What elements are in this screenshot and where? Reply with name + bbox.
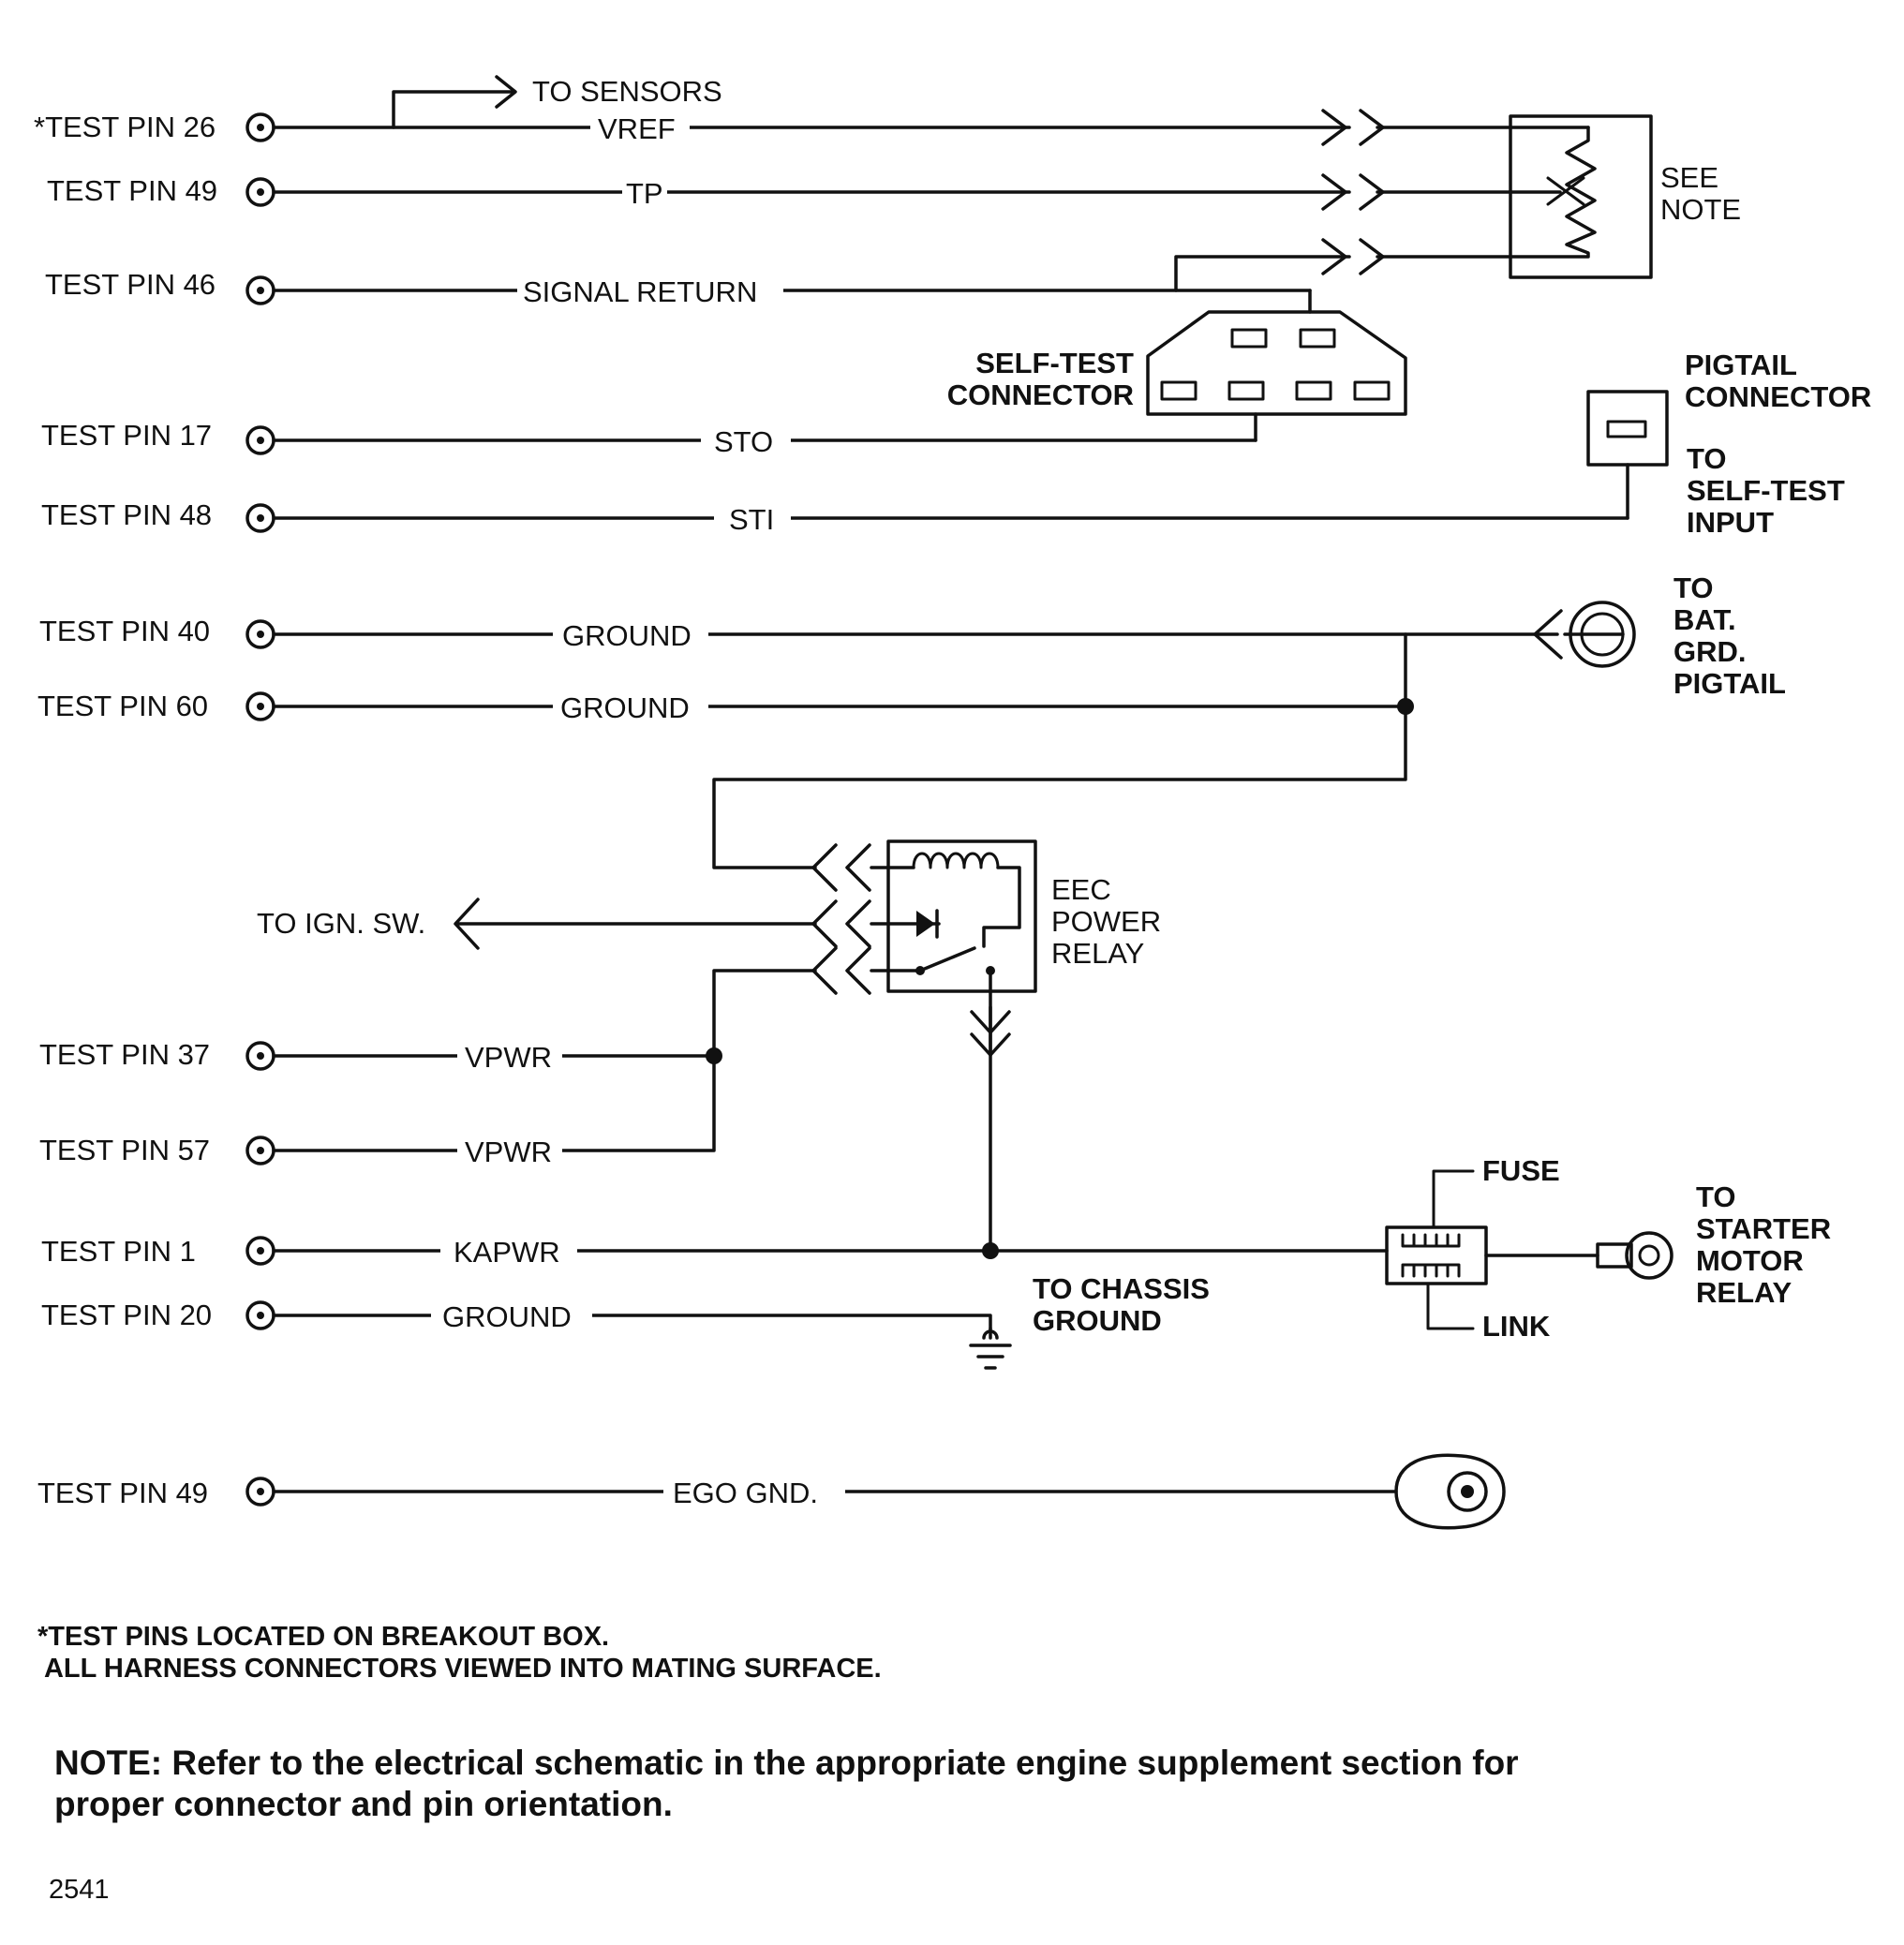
pin-label: TEST PIN 17 <box>41 419 212 452</box>
wire-label: GROUND <box>442 1300 572 1333</box>
to-ign-sw-label: TO IGN. SW. <box>257 907 425 940</box>
pin-label: *TEST PIN 26 <box>34 111 216 143</box>
junction-dot <box>1397 698 1414 715</box>
footnote: *TEST PINS LOCATED ON BREAKOUT BOX. ALL … <box>37 1622 882 1684</box>
link-label: LINK <box>1482 1310 1551 1343</box>
to-starter-motor-relay-label: TO <box>1696 1180 1736 1213</box>
to-starter-motor-relay-label: MOTOR <box>1696 1244 1804 1277</box>
wire-label: EGO GND. <box>673 1477 818 1509</box>
pin-label: TEST PIN 46 <box>45 268 216 301</box>
pin-jack <box>245 177 275 207</box>
see-note-label: NOTE <box>1660 193 1741 226</box>
pin-jack <box>245 275 275 305</box>
eec-power-relay-label: POWER <box>1051 905 1161 938</box>
pin-jack <box>245 1300 275 1330</box>
pin-label: TEST PIN 57 <box>39 1134 210 1166</box>
to-chassis-ground-label: GROUND <box>1033 1304 1162 1337</box>
wire-label: VPWR <box>465 1136 552 1168</box>
to-bat-grd-pigtail-label: GRD. <box>1673 635 1747 668</box>
fuse-label: FUSE <box>1482 1154 1560 1187</box>
component-labels: TO SENSORS SEE NOTE SELF-TEST CONNECTOR … <box>257 75 1871 1343</box>
see-note-label: SEE <box>1660 161 1718 194</box>
pin-label: TEST PIN 60 <box>37 690 208 722</box>
pigtail-connector-label: PIGTAIL <box>1685 349 1797 381</box>
to-chassis-ground-label: TO CHASSIS <box>1033 1272 1210 1305</box>
to-bat-grd-pigtail-label: TO <box>1673 572 1714 604</box>
to-self-test-input-label: SELF-TEST <box>1687 474 1845 507</box>
chassis-ground <box>969 1327 1012 1370</box>
pin-labels: *TEST PIN 26 TEST PIN 49 TEST PIN 46 TES… <box>34 111 217 1509</box>
wire-label: SIGNAL RETURN <box>523 275 757 308</box>
to-starter-motor-relay-label: STARTER <box>1696 1212 1831 1245</box>
pin-jack <box>245 1136 275 1166</box>
test-pin-jacks <box>245 112 275 1507</box>
to-bat-grd-pigtail-label: BAT. <box>1673 603 1736 636</box>
to-bat-grd-pigtail-label: PIGTAIL <box>1673 667 1786 700</box>
battery-ground-pigtail <box>1533 601 1636 668</box>
wire-label: STO <box>714 425 773 458</box>
note: NOTE: Refer to the electrical schematic … <box>54 1744 1519 1823</box>
to-self-test-input-label: INPUT <box>1687 506 1774 539</box>
throttle-position-sensor <box>1509 114 1653 279</box>
figure-number: 2541 <box>49 1875 110 1905</box>
pin-jack <box>245 619 275 649</box>
footnote-line: *TEST PINS LOCATED ON BREAKOUT BOX. <box>37 1622 609 1652</box>
pin-jack <box>245 112 275 142</box>
sensor-harness-connector <box>1321 109 1385 275</box>
to-sensors-branch <box>392 90 515 129</box>
pin-jack <box>245 691 275 721</box>
eec-power-relay <box>811 839 1037 1057</box>
junction-dot <box>706 1047 722 1064</box>
to-sensors-label: TO SENSORS <box>532 75 722 108</box>
note-line: NOTE: Refer to the electrical schematic … <box>54 1744 1519 1782</box>
pin-label: TEST PIN 40 <box>39 615 210 647</box>
self-test-connector-label: CONNECTOR <box>947 379 1134 411</box>
pin-label: TEST PIN 37 <box>39 1038 210 1071</box>
eec-power-relay-label: RELAY <box>1051 937 1144 970</box>
pin-label: TEST PIN 20 <box>41 1299 212 1331</box>
ego-ground-lug <box>1394 1453 1506 1530</box>
wire-label: GROUND <box>562 619 692 652</box>
wire-label: TP <box>626 177 663 210</box>
wire-ground-20 <box>272 1314 992 1330</box>
pin-label: TEST PIN 48 <box>41 498 212 531</box>
wire-label: VREF <box>598 112 676 145</box>
junction-dots <box>706 698 1414 1259</box>
pin-label: TEST PIN 1 <box>41 1235 196 1268</box>
eec-power-relay-label: EEC <box>1051 873 1111 906</box>
fuse-link <box>1385 1169 1599 1330</box>
wires <box>272 75 1629 1493</box>
self-test-connector <box>1146 310 1407 416</box>
pin-jack <box>245 1236 275 1266</box>
pin-label: TEST PIN 49 <box>47 174 217 207</box>
wire-label: STI <box>729 503 774 536</box>
to-self-test-input-label: TO <box>1687 442 1727 475</box>
to-sensors-arrowhead <box>495 75 517 109</box>
pigtail-connector <box>1586 390 1669 467</box>
wire-labels: VREF TP SIGNAL RETURN STO STI GROUND GRO… <box>442 112 818 1509</box>
label-masks <box>431 111 845 1508</box>
note-line: proper connector and pin orientation. <box>54 1785 673 1823</box>
junction-dot <box>982 1242 999 1259</box>
pin-label: TEST PIN 49 <box>37 1477 208 1509</box>
pin-jack <box>245 1041 275 1071</box>
pin-jack <box>245 503 275 533</box>
pigtail-connector-label: CONNECTOR <box>1685 380 1871 413</box>
footnote-line: ALL HARNESS CONNECTORS VIEWED INTO MATIN… <box>37 1654 882 1684</box>
pin-jack <box>245 425 275 455</box>
wire-label: VPWR <box>465 1041 552 1074</box>
pin-jack <box>245 1477 275 1507</box>
wire-label: GROUND <box>560 691 690 724</box>
self-test-connector-label: SELF-TEST <box>975 347 1134 379</box>
starter-relay-terminal <box>1596 1231 1673 1280</box>
to-starter-motor-relay-label: RELAY <box>1696 1276 1792 1309</box>
wire-label: KAPWR <box>454 1236 560 1269</box>
